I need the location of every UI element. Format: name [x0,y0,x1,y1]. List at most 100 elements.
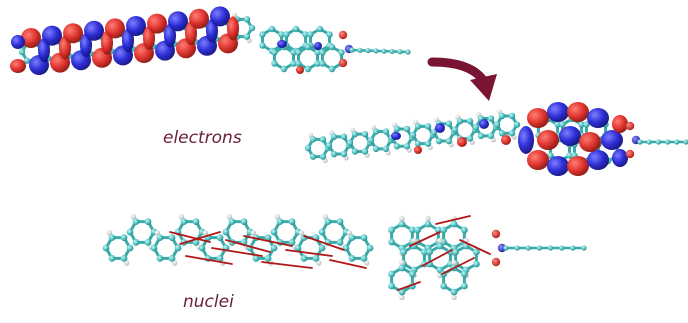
carbon-atom [409,131,417,139]
orbital-lobe-negative [84,20,104,41]
displacement-vector [185,255,233,265]
carbon-atom [366,244,374,252]
carbon-atom [487,115,495,122]
carbon-atom [264,234,272,242]
orbital-lobe-negative [435,123,445,133]
orbital-lobe-negative [518,126,534,154]
carbon-atom [348,254,356,262]
carbon-atom [525,245,531,251]
orbital-lobe-positive [537,130,559,150]
curved-arrow-icon [427,57,497,101]
carbon-atom [150,244,158,252]
orbital-lobe-negative [277,40,287,48]
carbon-atom [357,47,363,53]
carbon-atom [156,234,164,242]
orbital-lobe-positive [21,28,41,48]
carbon-atom [566,152,573,159]
orbital-lobe-positive [105,18,125,39]
carbon-atom [514,245,520,251]
nitrogen-atom [497,243,507,253]
hydrogen-atom [451,259,457,266]
carbon-atom [508,112,516,120]
carbon-atom [398,220,406,228]
carbon-atom [340,133,348,140]
carbon-atom [466,135,474,142]
oxygen-atom [491,229,501,239]
carbon-atom [338,49,345,56]
carbon-atom [325,142,333,149]
electrons-label: electrons [163,128,242,148]
carbon-atom [683,139,688,145]
carbon-atom [198,244,206,252]
carbon-atom [304,65,312,73]
carbon-atom [408,226,416,234]
displacement-vector [285,249,333,257]
carbon-atom [222,228,230,236]
carbon-atom [280,65,288,73]
orbital-lobe-positive [296,66,304,74]
carbon-atom [18,48,26,56]
hydrogen-atom [226,214,233,220]
carbon-atom [346,139,354,146]
carbon-atom [318,228,326,236]
carbon-atom [340,150,348,158]
carbon-atom [216,254,224,262]
carbon-atom [408,270,416,278]
hydrogen-atom [123,260,130,266]
carbon-atom [508,130,516,137]
carbon-atom [314,60,321,67]
molecule-electrons-initial [10,6,411,75]
hydrogen-atom [399,215,405,222]
orbital-lobe-positive [501,135,511,145]
carbon-atom [319,49,326,56]
carbon-atom [259,31,266,38]
hydrogen-atom [399,259,405,266]
carbon-atom [388,238,396,246]
carbon-atom [270,228,278,236]
orbital-lobe-negative [587,150,609,170]
carbon-atom [547,152,554,159]
hydrogen-atom [250,230,257,236]
molecule-electrons-final [304,102,688,176]
carbon-atom [472,124,480,131]
carbon-atom [314,49,321,56]
orbital-lobe-negative [168,11,188,32]
carbon-atom [503,245,509,251]
carbon-atom [559,245,565,251]
carbon-atom [451,126,459,133]
carbon-atom [271,49,278,56]
carbon-atom [365,47,371,54]
carbon-atom [450,220,458,228]
oxygen-atom [625,149,635,159]
carbon-atom [351,148,359,155]
carbon-atom [498,112,506,120]
hydrogen-atom [178,214,185,220]
carbon-atom [156,254,164,262]
carbon-atom [381,48,387,54]
carbon-atom [294,244,302,252]
carbon-atom [388,226,396,234]
carbon-atom [424,220,432,228]
carbon-atom [424,140,432,147]
carbon-atom [637,139,643,145]
carbon-atom [547,245,554,251]
orbital-lobe-positive [147,13,167,34]
oxygen-atom [338,58,348,68]
carbon-atom [240,218,248,226]
hydrogen-atom [411,237,417,244]
carbon-atom [120,234,128,242]
displacement-vector [435,215,471,225]
carbon-atom [665,139,671,145]
carbon-atom [228,218,236,226]
hydrogen-atom [274,214,281,220]
carbon-atom [460,282,468,290]
carbon-atom [216,234,224,242]
oxygen-atom [338,30,348,40]
orbital-lobe-positive [567,102,589,122]
carbon-atom [349,47,355,53]
carbon-atom [278,31,285,38]
carbon-atom [174,244,182,252]
carbon-atom [424,123,432,130]
carbon-atom [472,248,480,256]
orbital-lobe-negative [11,35,25,49]
